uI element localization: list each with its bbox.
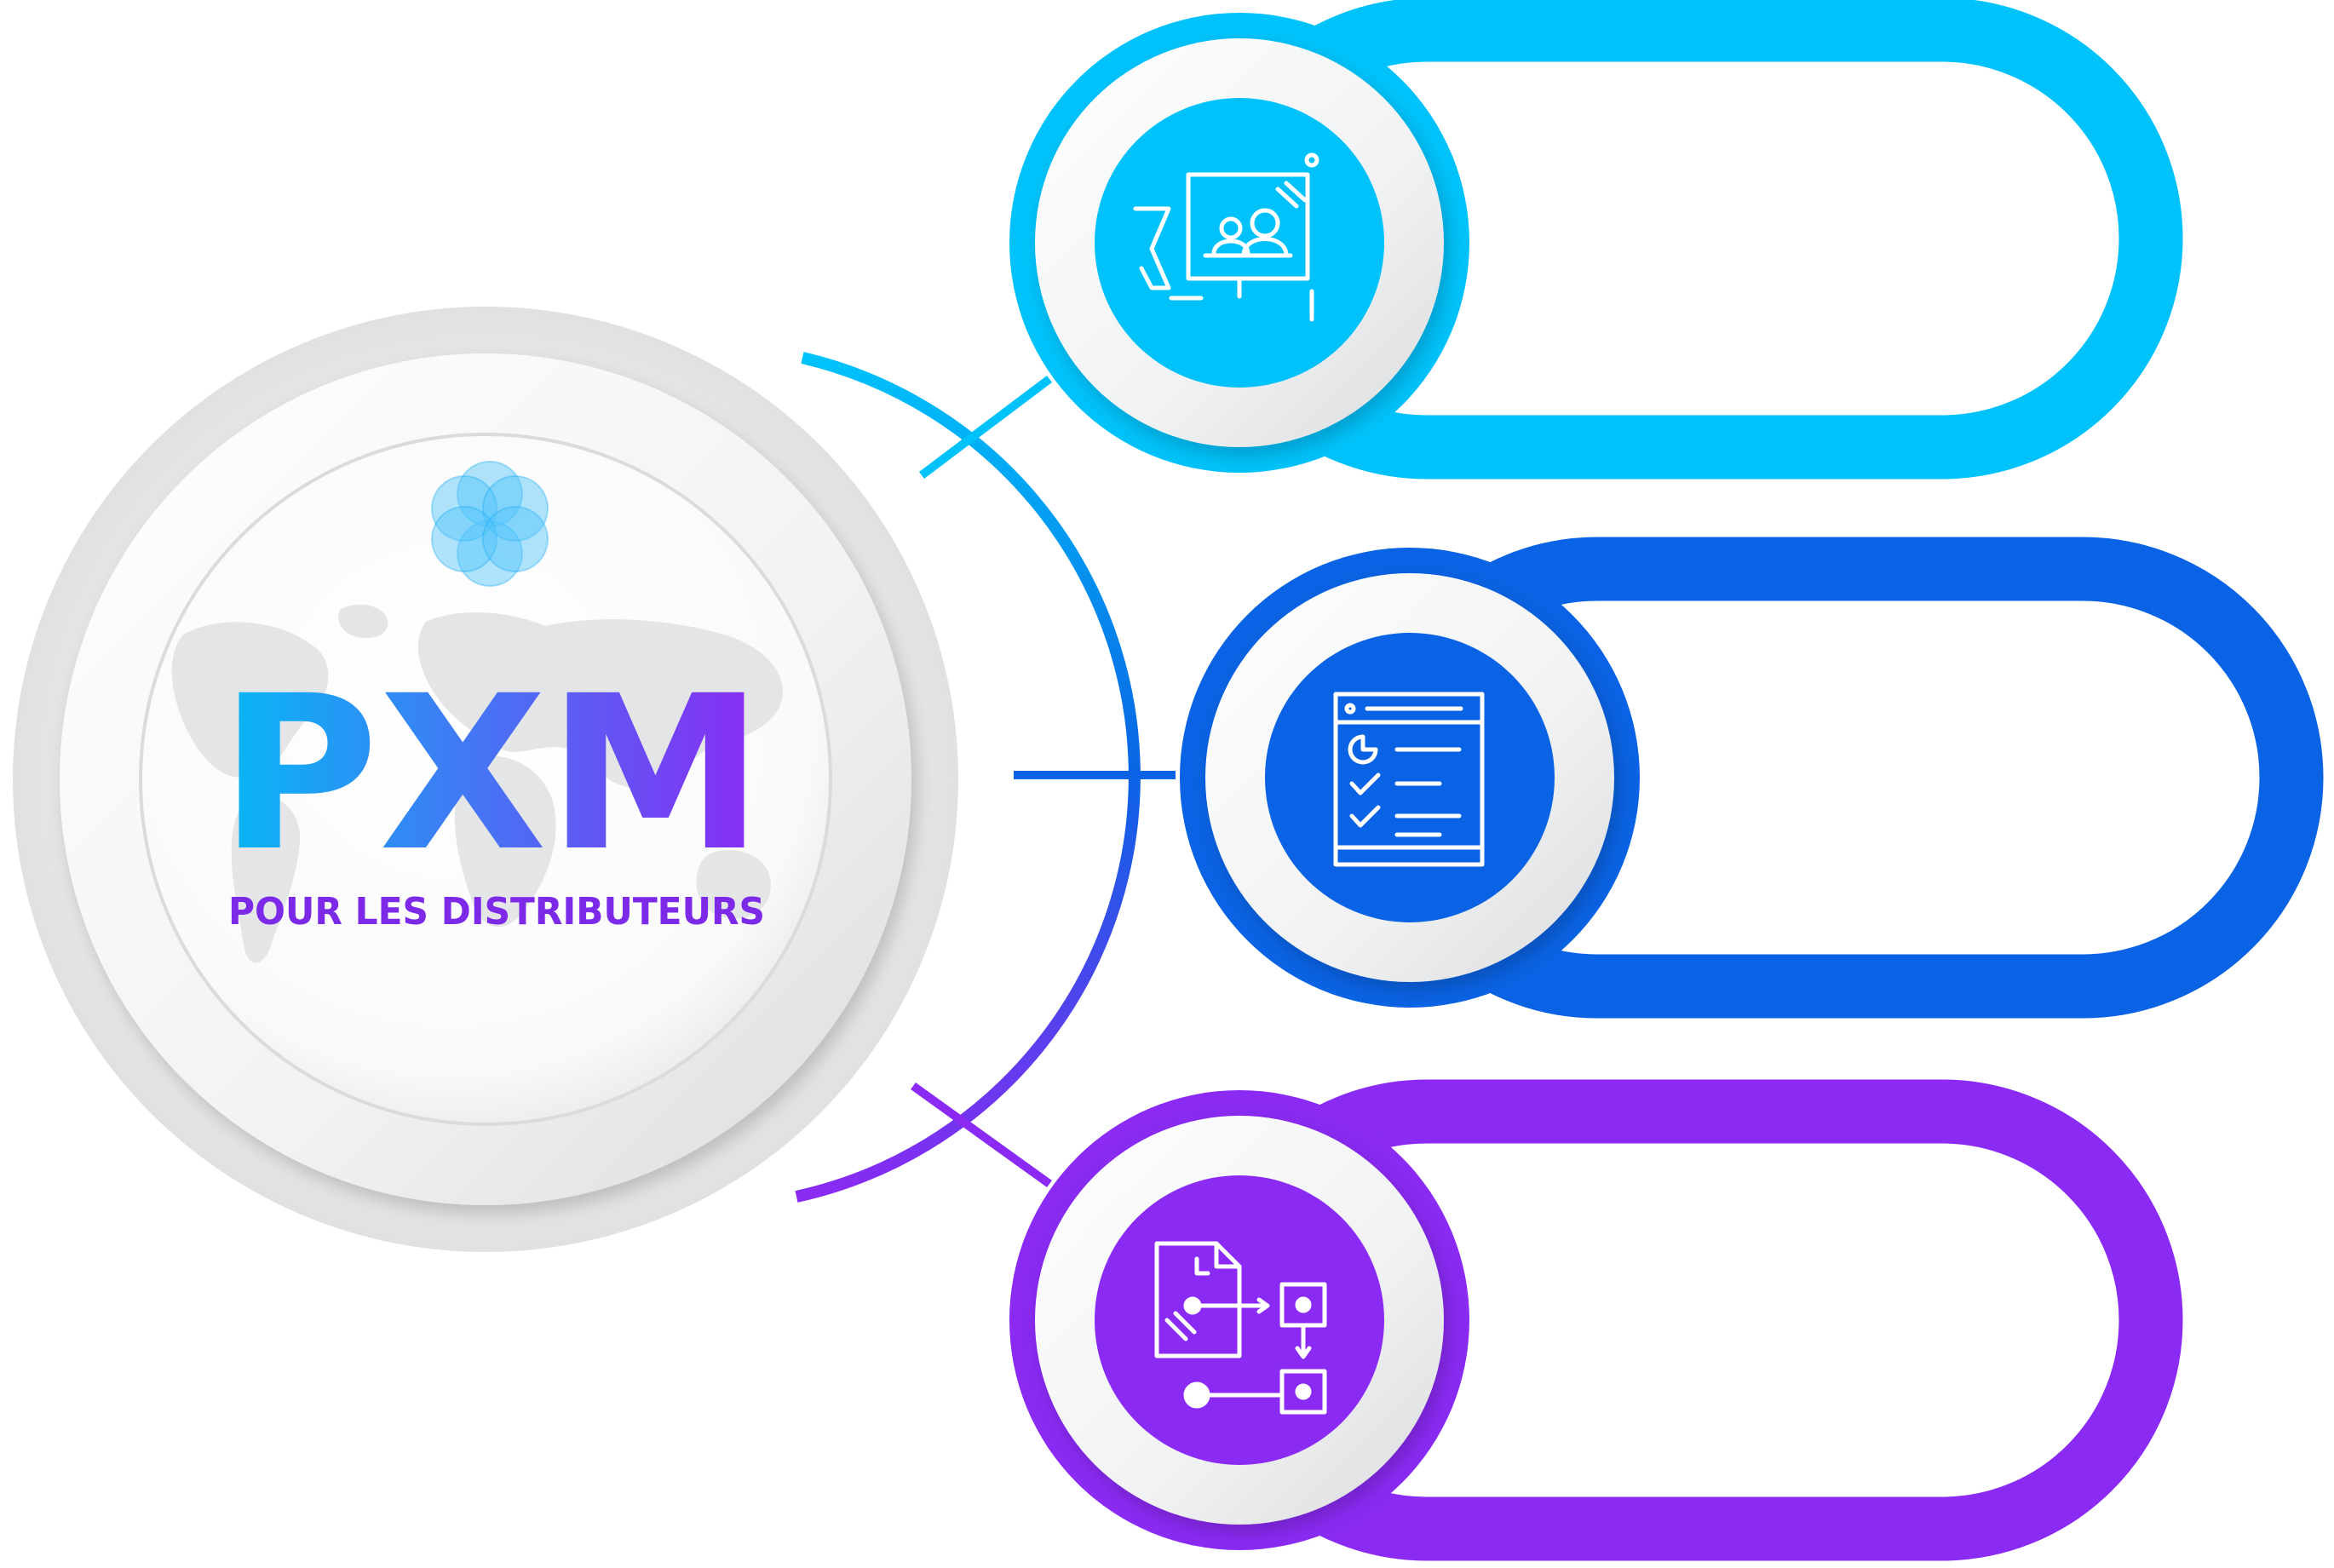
branch-checklist-disc [1265,633,1555,922]
presentation-board-icon [1133,152,1319,322]
branch-presentation [1009,0,2183,480]
flower-of-life-icon [431,461,549,587]
checklist-document-icon [1333,692,1485,867]
hub: PXM POUR LES DISTRIBUTEURS [13,307,958,1252]
hub-subtitle: POUR LES DISTRIBUTEURS [228,890,765,933]
branch-workflow [1009,1079,2183,1561]
branch-checklist [1180,537,2324,1019]
connectors [795,352,1176,1203]
connector-bottom [911,1082,1052,1188]
connector-top [918,376,1053,479]
hub-title: PXM [219,650,764,898]
workflow-process-icon [1154,1241,1327,1415]
world-map-icon [171,604,783,963]
